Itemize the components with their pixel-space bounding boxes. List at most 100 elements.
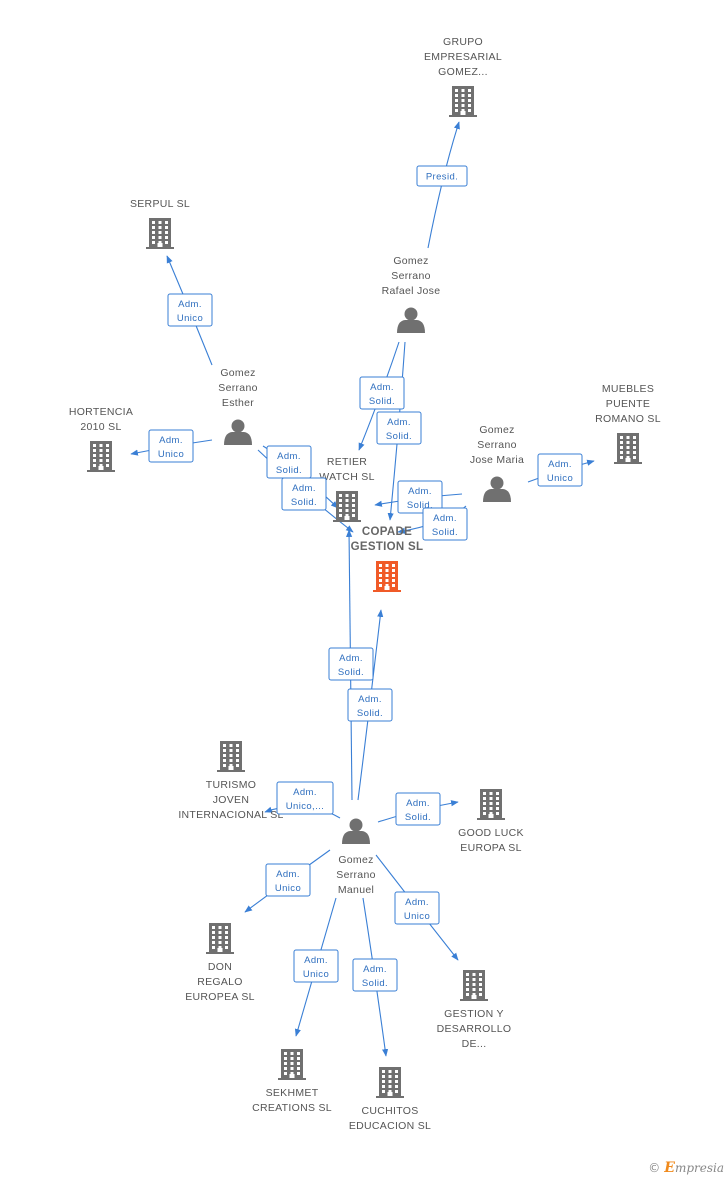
building-icon [87, 441, 115, 472]
role-label-box[interactable]: Adm. Unico [148, 429, 194, 463]
node-label-line: SERPUL SL [130, 198, 190, 210]
node-label-line: Serrano [336, 869, 375, 881]
role-label-text: Adm. [292, 483, 316, 494]
building-icon [217, 741, 245, 772]
company-node-gestion[interactable]: GESTION YDESARROLLODE... [437, 970, 512, 1050]
role-label-box[interactable]: Adm. Solid. [347, 688, 393, 722]
node-label-line: Serrano [218, 382, 257, 394]
role-label-text: Adm. [406, 798, 430, 809]
role-label-frame [394, 891, 440, 925]
role-label-box[interactable]: Adm.Solid. [395, 792, 441, 826]
building-icon [614, 433, 642, 464]
role-label-frame [397, 480, 443, 514]
node-label-line: GRUPO [443, 36, 483, 48]
role-label-box[interactable]: Adm. Unico,... [276, 781, 334, 815]
building-icon [333, 491, 361, 522]
role-label-text: Adm. [408, 486, 432, 497]
node-label-line: Gomez [393, 255, 428, 267]
role-label-frame [347, 688, 393, 722]
node-label-line: RETIER [327, 456, 367, 468]
role-label-text: Unico [303, 969, 329, 980]
role-label-text: Adm. [405, 897, 429, 908]
node-label-line: EUROPEA SL [185, 991, 255, 1003]
role-label-text: Unico [404, 911, 430, 922]
role-label-box[interactable]: Adm.Solid. [397, 480, 443, 514]
role-label-box[interactable]: Adm. Solid. [359, 376, 405, 410]
role-label-text: Unico,... [286, 801, 324, 812]
role-label-box[interactable]: Adm. Solid. [266, 445, 312, 479]
role-label-box[interactable]: Adm. Unico [537, 453, 583, 487]
node-label-line: Gomez [479, 424, 514, 436]
role-label-text: Adm. [178, 299, 202, 310]
node-label-line: GESTION SL [351, 541, 424, 553]
company-node-serpul[interactable]: SERPUL SL [130, 198, 190, 249]
role-label-box[interactable]: Adm.Solid. [281, 477, 327, 511]
node-label-line: Manuel [338, 884, 374, 896]
building-icon [373, 561, 401, 592]
role-label-frame [293, 949, 339, 983]
role-label-box[interactable]: Adm.Unico [265, 863, 311, 897]
node-label-line: EUROPA SL [460, 842, 521, 854]
company-node-grupo[interactable]: GRUPO EMPRESARIAL GOMEZ... [424, 36, 502, 117]
node-label-line: GOMEZ... [438, 66, 488, 78]
node-label-line: HORTENCIA [69, 406, 133, 418]
role-label-frame [422, 507, 468, 541]
node-label-line: Serrano [391, 270, 430, 282]
role-label-box[interactable]: Adm. Unico [394, 891, 440, 925]
person-icon [397, 307, 425, 333]
role-label-box[interactable]: Adm.Solid. [328, 647, 374, 681]
role-label-box[interactable]: Adm.Solid. [352, 958, 398, 992]
node-label-line: CUCHITOS [361, 1105, 418, 1117]
role-label-box[interactable]: Presid. [416, 165, 468, 187]
node-label-line: CREATIONS SL [252, 1102, 332, 1114]
role-label-box[interactable]: Adm.Solid. [422, 507, 468, 541]
role-label-text: Adm. [433, 513, 457, 524]
person-icon [483, 476, 511, 502]
role-label-text: Adm. [358, 694, 382, 705]
role-label-box[interactable]: Adm.Solid. [376, 411, 422, 445]
role-label-box[interactable]: Adm.Unico [293, 949, 339, 983]
role-label-text: Adm. [339, 653, 363, 664]
node-label-line: Jose Maria [470, 454, 524, 466]
role-label-text: Adm. [277, 451, 301, 462]
node-label-line: INTERNACIONAL SL [178, 809, 283, 821]
role-label-text: Solid. [276, 465, 302, 476]
node-label-line: EMPRESARIAL [424, 51, 502, 63]
role-label-text: Unico [158, 449, 184, 460]
role-label-text: Unico [547, 473, 573, 484]
building-icon [146, 218, 174, 249]
role-label-text: Adm. [548, 459, 572, 470]
person-icon [342, 818, 370, 844]
role-label-text: Adm. [293, 787, 317, 798]
role-label-frame [265, 863, 311, 897]
role-label-text: Adm. [159, 435, 183, 446]
node-label-line: JOVEN [213, 794, 250, 806]
role-label-frame [148, 429, 194, 463]
role-label-frame [395, 792, 441, 826]
role-label-text: Unico [275, 883, 301, 894]
role-label-text: Solid. [357, 708, 383, 719]
role-label-box[interactable]: Adm.Unico [167, 293, 213, 327]
role-label-text: Adm. [370, 382, 394, 393]
person-icon [224, 419, 252, 445]
role-label-text: Solid. [369, 396, 395, 407]
building-icon [477, 789, 505, 820]
empresia-watermark[interactable]: ©Empresia [648, 1160, 724, 1176]
role-label-frame [537, 453, 583, 487]
node-label-line: REGALO [197, 976, 243, 988]
